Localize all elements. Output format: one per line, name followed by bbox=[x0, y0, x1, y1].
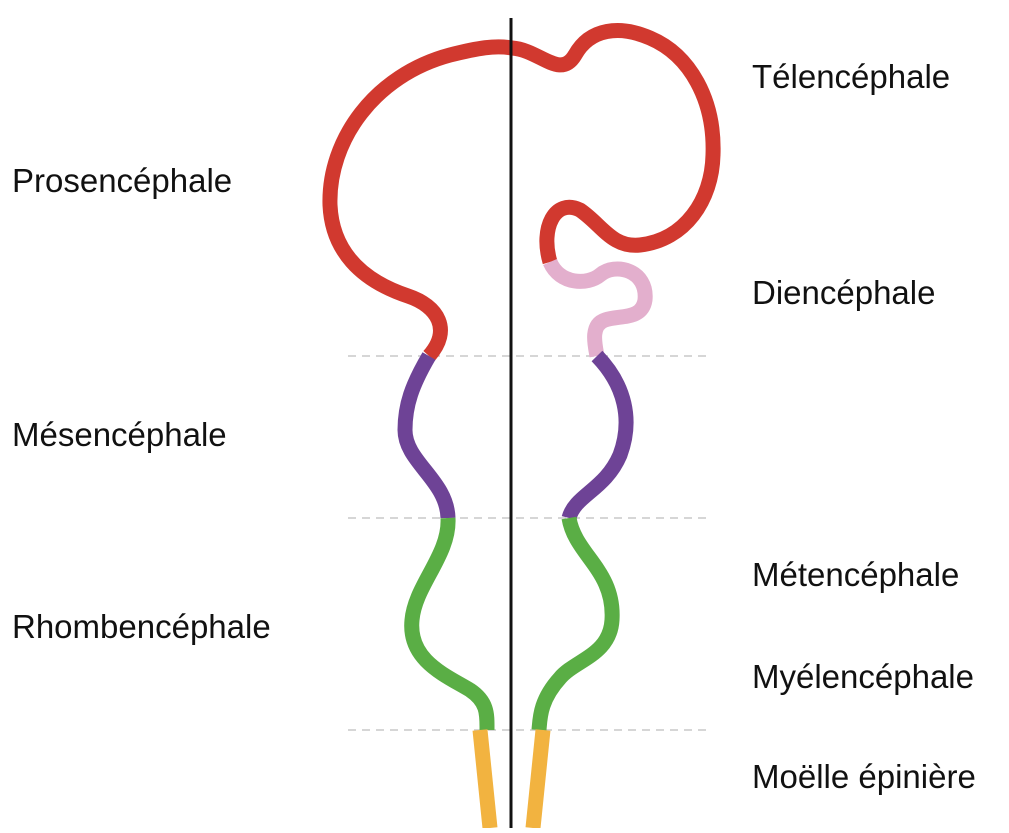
label-metencephale: Métencéphale bbox=[752, 558, 959, 591]
left-mesencephale-wall bbox=[405, 356, 448, 518]
left-prosencephale-wall bbox=[330, 47, 512, 356]
label-prosencephale: Prosencéphale bbox=[12, 164, 232, 197]
label-mesencephale: Mésencéphale bbox=[12, 418, 227, 451]
label-rhombencephale: Rhombencéphale bbox=[12, 610, 271, 643]
label-myelencephale: Myélencéphale bbox=[752, 660, 974, 693]
right-diencephale-wall bbox=[550, 262, 645, 356]
right-mesencephale-wall bbox=[569, 356, 626, 518]
right-telencephale-wall bbox=[512, 31, 713, 262]
label-telencephale: Télencéphale bbox=[752, 60, 950, 93]
left-moelle-wall bbox=[480, 730, 490, 828]
right-rhombencephale-wall bbox=[539, 518, 612, 730]
label-diencephale: Diencéphale bbox=[752, 276, 935, 309]
right-moelle-wall bbox=[533, 730, 543, 828]
label-moelle-epiniere: Moëlle épinière bbox=[752, 760, 976, 793]
left-rhombencephale-wall bbox=[412, 518, 487, 730]
